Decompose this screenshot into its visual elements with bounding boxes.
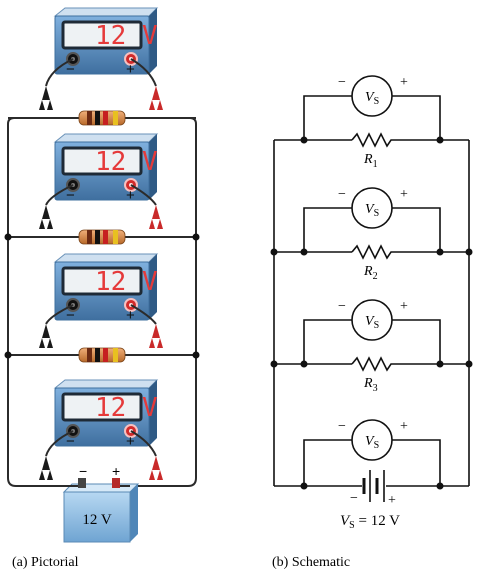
schematic-circuit: VS − + R1 VS − + R2 VS − + R3 xyxy=(270,75,473,570)
schematic-vm4-minus: − xyxy=(338,419,346,434)
schematic-vm1-plus: + xyxy=(400,75,408,90)
schematic-battery-minus: − xyxy=(350,491,358,506)
schematic-resistor-r3 xyxy=(351,357,397,371)
schematic-battery xyxy=(362,470,385,502)
battery-minus-sign: − xyxy=(79,463,87,479)
meter-1-red-clip xyxy=(149,86,163,110)
meter-2-red-clip xyxy=(149,205,163,229)
meter-1-minus: − xyxy=(66,61,75,78)
schematic-source-label: VS = 12 V xyxy=(340,513,400,531)
meter-2-minus: − xyxy=(66,187,75,204)
pictorial-junctions xyxy=(4,233,200,359)
schematic-r1-label: R1 xyxy=(363,152,378,170)
schematic-vm2-minus: − xyxy=(338,187,346,202)
meter-3-minus: − xyxy=(66,307,75,324)
meter-4-plus: + xyxy=(126,433,135,450)
schematic-caption: (b) Schematic xyxy=(272,555,350,570)
battery-plus-sign: + xyxy=(112,463,120,479)
meter-2-plus: + xyxy=(126,187,135,204)
resistor-r1 xyxy=(78,110,126,126)
voltmeter-3: 12 V − + xyxy=(53,252,159,324)
battery-positive-terminal xyxy=(112,478,120,488)
meter-3-black-lead xyxy=(45,304,74,325)
meter-3-red-clip xyxy=(149,324,163,348)
schematic-resistor-r2 xyxy=(351,245,397,259)
pictorial-caption: (a) Pictorial xyxy=(12,555,79,570)
meter-2-reading: 12 V xyxy=(95,147,158,177)
meter-1-reading: 12 V xyxy=(95,21,158,51)
meter-3-reading: 12 V xyxy=(95,267,158,297)
schematic-vm2-plus: + xyxy=(400,187,408,202)
meter-1-black-clip xyxy=(39,86,53,110)
schematic-vm4-plus: + xyxy=(400,419,408,434)
meter-2-red-lead xyxy=(130,184,157,206)
schematic-vm1-minus: − xyxy=(338,75,346,90)
voltmeter-4: 12 V − + xyxy=(53,378,159,450)
meter-3-black-clip xyxy=(39,324,53,348)
schematic-r3-label: R3 xyxy=(363,376,378,394)
resistor-r3 xyxy=(78,347,126,363)
meter-4-minus: − xyxy=(66,433,75,450)
schematic-vm2-label: VS xyxy=(365,202,379,219)
schematic-battery-plus: + xyxy=(388,493,396,508)
meter-1-red-lead xyxy=(130,58,157,87)
meter-4-reading: 12 V xyxy=(95,393,158,423)
battery-negative-terminal xyxy=(78,478,86,488)
meter-3-plus: + xyxy=(126,307,135,324)
schematic-r2-label: R2 xyxy=(363,264,378,282)
meter-2-black-clip xyxy=(39,205,53,229)
battery-voltage-label: 12 V xyxy=(82,512,111,528)
meter-4-red-lead xyxy=(130,430,157,457)
schematic-vm3-minus: − xyxy=(338,299,346,314)
meter-4-red-clip xyxy=(149,456,163,480)
meter-3-red-lead xyxy=(130,304,157,325)
meter-1-plus: + xyxy=(126,61,135,78)
resistor-r2 xyxy=(78,229,126,245)
schematic-vm1-label: VS xyxy=(365,90,379,107)
meter-2-black-lead xyxy=(45,184,74,206)
schematic-vm3-plus: + xyxy=(400,299,408,314)
schematic-vm3-label: VS xyxy=(365,314,379,331)
meter-1-black-lead xyxy=(45,58,74,87)
battery: − + 12 V xyxy=(62,463,140,543)
meter-4-black-clip xyxy=(39,456,53,480)
schematic-resistor-r1 xyxy=(351,133,397,147)
schematic-vm4-label: VS xyxy=(365,434,379,451)
voltmeter-2: 12 V − + xyxy=(53,132,159,204)
meter-4-black-lead xyxy=(45,430,74,457)
pictorial-circuit: 12 V − + 12 V − + 12 V − + xyxy=(4,6,200,570)
voltmeter-1: 12 V − + xyxy=(53,6,159,78)
